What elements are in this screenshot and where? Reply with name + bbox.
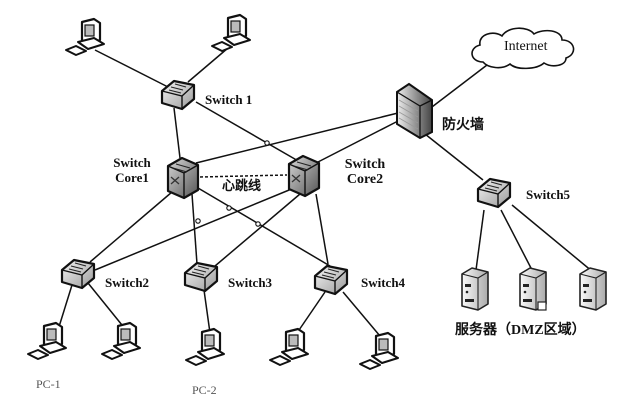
- pc1-label: PC-1: [36, 377, 61, 391]
- link-core1-firewall: [195, 112, 399, 164]
- pc-icon-top-left: [64, 17, 106, 57]
- server-icon-1: [461, 267, 489, 311]
- link-switch2-pc: [87, 282, 127, 331]
- pc2-label: PC-2: [192, 383, 217, 397]
- line-crossing-mark: [264, 140, 270, 146]
- link-switch4-pc-b: [342, 291, 381, 337]
- link-switch3-pc2: [203, 289, 211, 334]
- switch4-label: Switch4: [361, 275, 406, 290]
- pc1-icon: [26, 321, 68, 361]
- link-core2-switch2: [94, 187, 295, 271]
- link-switch5-server1: [475, 209, 485, 271]
- heartbeat-link: [199, 174, 288, 178]
- link-core1-switch2: [89, 191, 173, 263]
- switch1-icon: [160, 79, 196, 111]
- link-core1-switch4: [197, 187, 331, 267]
- switch3-icon: [183, 261, 219, 293]
- pc-icon-switch2-b: [100, 321, 142, 361]
- core2-label-line1: Switch: [344, 157, 386, 172]
- line-crossing-mark: [255, 221, 261, 227]
- switch5-icon: [476, 177, 512, 209]
- link-firewall-internet: [427, 64, 488, 111]
- line-crossing-mark: [226, 205, 232, 211]
- link-switch4-pc-a: [296, 291, 326, 334]
- pc2-icon: [184, 327, 226, 367]
- link-switch2-pc1: [57, 284, 73, 331]
- firewall-icon: [396, 82, 433, 140]
- switch4-icon: [313, 264, 349, 296]
- heartbeat-label: 心跳线: [222, 178, 262, 193]
- core2-switch-icon: [287, 154, 321, 198]
- pc-icon-switch4-a: [268, 327, 310, 367]
- link-firewall-switch5: [424, 133, 484, 181]
- switch3-label: Switch3: [228, 275, 273, 290]
- pc-icon-switch4-b: [358, 331, 400, 371]
- core1-label-line2: Core1: [115, 170, 149, 185]
- core1-label-line1: Switch: [113, 155, 151, 170]
- link-switch1-core2: [195, 101, 301, 163]
- server-icon-2-lock: [537, 301, 547, 311]
- link-switch1-core1: [173, 107, 181, 159]
- core2-label: Switch Core2: [340, 157, 390, 187]
- link-switch5-server3: [511, 204, 594, 273]
- link-pc-top-left-switch1: [94, 49, 171, 89]
- link-core2-firewall: [317, 119, 401, 163]
- firewall-label: 防火墙: [442, 118, 484, 133]
- pc-icon-top-right: [210, 13, 252, 53]
- switch1-label: Switch 1: [205, 92, 253, 107]
- line-crossing-mark: [195, 218, 201, 224]
- link-core2-switch3: [214, 193, 301, 267]
- internet-label: Internet: [504, 39, 548, 54]
- internet-cloud-icon: [471, 27, 575, 70]
- core1-label: Switch Core1: [110, 155, 154, 185]
- servers-dmz-label: 服务器（DMZ区域）: [455, 323, 586, 338]
- switch5-label: Switch5: [526, 187, 571, 202]
- link-switch5-server2: [500, 209, 533, 271]
- core2-label-line2: Core2: [346, 172, 384, 187]
- core1-switch-icon: [166, 156, 200, 200]
- server-icon-3: [579, 267, 607, 311]
- switch2-label: Switch2: [105, 275, 150, 290]
- link-pc-top-right-switch1: [187, 47, 229, 83]
- link-core2-switch4: [315, 193, 329, 265]
